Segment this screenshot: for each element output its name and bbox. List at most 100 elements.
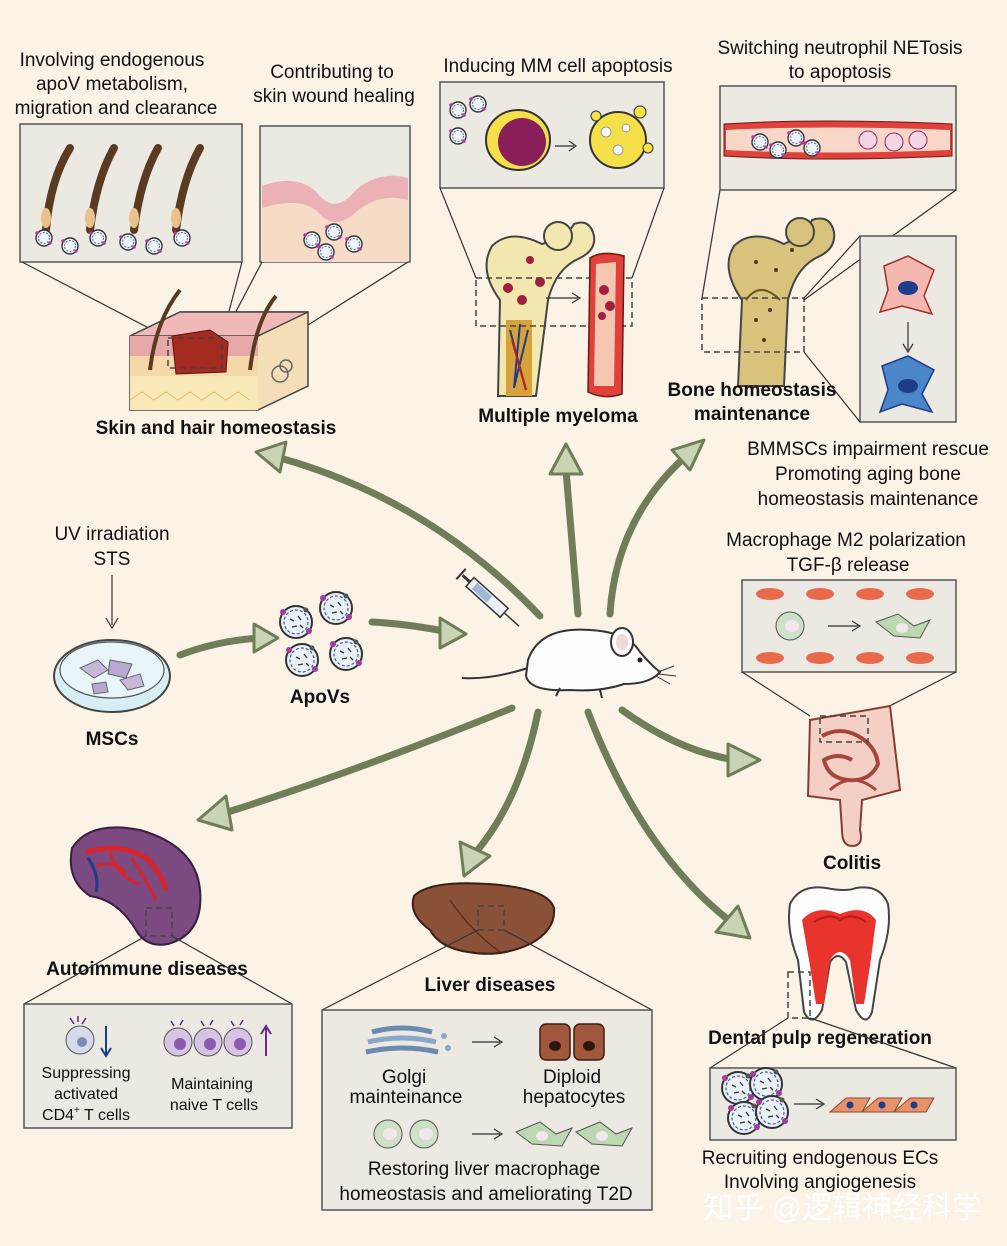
bone-title: Bone homeostasis maintenance xyxy=(668,380,837,425)
mscs-label: MSCs xyxy=(86,729,139,750)
petri-dish-icon xyxy=(53,639,171,713)
arrow-apovs-mouse xyxy=(368,618,452,636)
liver-icon xyxy=(411,882,556,955)
liver-connector-1 xyxy=(321,929,479,1011)
svg-text:Maintaining: Maintaining xyxy=(171,1076,253,1093)
svg-text:Golgi: Golgi xyxy=(382,1067,426,1088)
arrowhead-to-bone xyxy=(670,438,706,472)
femur-myeloma-icon xyxy=(485,221,596,397)
arrow-to-skin xyxy=(276,454,544,620)
svg-text:Switching neutrophil NETosis: Switching neutrophil NETosis xyxy=(717,38,962,59)
arrowhead-to-skin xyxy=(254,440,288,474)
arrowhead-to-colitis xyxy=(726,742,762,778)
liver-connector-2 xyxy=(503,929,653,1011)
spleen-zoom-box xyxy=(145,907,173,937)
skin-panel-2-caption: Contributing to skin wound healing xyxy=(253,62,415,107)
t-cell-panel xyxy=(23,1003,293,1129)
autoimmune-title: Autoimmune diseases xyxy=(46,959,248,980)
arrows-radial xyxy=(196,438,762,940)
colitis-zoom-box xyxy=(819,715,869,743)
bone-zoom-box xyxy=(701,297,805,353)
colitis-caption: Macrophage M2 polarization TGF-β release xyxy=(726,530,966,576)
bone-connector-4 xyxy=(803,351,861,423)
svg-text:mainteinance: mainteinance xyxy=(349,1087,462,1108)
svg-text:Macrophage M2 polarization: Macrophage M2 polarization xyxy=(726,530,966,551)
dental-caption: Recruiting endogenous ECs Involving angi… xyxy=(702,1148,939,1193)
svg-text:apoV metabolism,: apoV metabolism, xyxy=(36,74,188,95)
skin-connector-1 xyxy=(21,261,169,339)
svg-text:Contributing to: Contributing to xyxy=(270,62,394,83)
skin-title: Skin and hair homeostasis xyxy=(96,418,337,439)
bmmsc-cell-icon xyxy=(878,255,935,414)
svg-text:Bone homeostasis: Bone homeostasis xyxy=(668,380,837,401)
colitis-connector-1 xyxy=(741,671,811,717)
neutrophil-vessel-icon xyxy=(723,120,953,160)
svg-text:migration and clearance: migration and clearance xyxy=(15,98,218,119)
bone-bottom-caption: BMMSCs impairment rescue Promoting aging… xyxy=(747,439,989,510)
dental-zoom-box xyxy=(787,971,811,1019)
golgi-arrowhead xyxy=(493,1036,504,1048)
autoimmune-left-label: Suppressing activated CD4+ T cells xyxy=(42,1065,131,1124)
svg-text:Recruiting endogenous ECs: Recruiting endogenous ECs xyxy=(702,1148,939,1169)
arrow-to-bone xyxy=(606,454,688,618)
liver-bottom-caption: Restoring liver macrophage homeostasis a… xyxy=(339,1159,632,1205)
svg-text:to apoptosis: to apoptosis xyxy=(789,62,891,83)
golgi-label: Golgi mainteinance xyxy=(349,1067,462,1108)
autoimmune-connector-2 xyxy=(171,935,293,1005)
colitis-title: Colitis xyxy=(823,853,881,874)
tooth-icon xyxy=(788,886,890,1021)
skin-block-icon xyxy=(129,288,309,411)
bone-connector-3 xyxy=(803,235,861,299)
mouse-icon xyxy=(461,627,677,699)
watermark: 知乎 @逻辑神经科学 xyxy=(703,1192,982,1225)
femur-bone-icon xyxy=(727,217,836,387)
syringe-icon xyxy=(455,568,520,627)
autoimmune-connector-1 xyxy=(23,935,147,1005)
autoimmune-right-label: Maintaining naive T cells xyxy=(170,1076,258,1114)
myeloma-zoom-box xyxy=(475,277,633,327)
bone-connector-1 xyxy=(701,189,721,299)
skin-zoom-box xyxy=(167,337,223,369)
svg-text:homeostasis and ameliorating T: homeostasis and ameliorating T2D xyxy=(339,1184,632,1205)
arrow-to-myeloma xyxy=(562,466,582,618)
mm-cell-apoptosis-icon xyxy=(448,95,654,171)
macrophage-icon xyxy=(756,588,934,664)
arrowhead-mscs-apovs xyxy=(252,622,280,654)
dental-connector-2 xyxy=(809,1017,957,1069)
induction-arrowhead xyxy=(105,617,119,630)
svg-text:BMMSCs impairment rescue: BMMSCs impairment rescue xyxy=(747,439,989,460)
mm-connector-2 xyxy=(631,187,665,279)
liver-zoom-box xyxy=(477,905,505,931)
arrowhead-to-autoimmune xyxy=(196,794,234,832)
apov-cluster-icon xyxy=(279,591,363,677)
skin-connector-4 xyxy=(299,261,409,331)
arrow-mscs-apovs xyxy=(176,634,266,659)
arrow-to-liver xyxy=(472,708,542,856)
myeloma-title: Multiple myeloma xyxy=(478,406,638,427)
intestine-icon xyxy=(806,704,902,848)
svg-text:activated: activated xyxy=(54,1086,118,1103)
skin-panel-1-caption: Involving endogenous apoV metabolism, mi… xyxy=(15,50,218,119)
arrow-to-autoimmune xyxy=(224,704,516,816)
svg-text:Promoting aging bone: Promoting aging bone xyxy=(775,464,961,485)
svg-text:TGF-β release: TGF-β release xyxy=(787,555,910,576)
ec-recruitment-icon xyxy=(721,1067,935,1135)
skin-wound-icon xyxy=(262,175,408,262)
myeloma-inner-arrowhead xyxy=(571,292,582,304)
diploid-label: Diploid hepatocytes xyxy=(523,1067,625,1108)
svg-text:maintenance: maintenance xyxy=(694,404,810,425)
svg-text:homeostasis maintenance: homeostasis maintenance xyxy=(758,489,979,510)
induction-label: UV irradiation STS xyxy=(54,524,169,570)
liver-title: Liver diseases xyxy=(425,975,556,996)
arrowhead-to-dental xyxy=(714,904,752,940)
svg-text:Suppressing: Suppressing xyxy=(42,1065,131,1082)
svg-text:Restoring liver macrophage: Restoring liver macrophage xyxy=(368,1159,600,1180)
arrowhead-to-liver xyxy=(458,840,492,878)
svg-text:Diploid: Diploid xyxy=(543,1067,601,1088)
arrow-to-colitis xyxy=(618,706,740,764)
svg-text:Involving angiogenesis: Involving angiogenesis xyxy=(724,1172,916,1193)
liver-macrophage-icon xyxy=(373,1119,634,1149)
bone-top-caption: Switching neutrophil NETosis to apoptosi… xyxy=(717,38,962,83)
arrow-to-dental xyxy=(584,708,730,922)
